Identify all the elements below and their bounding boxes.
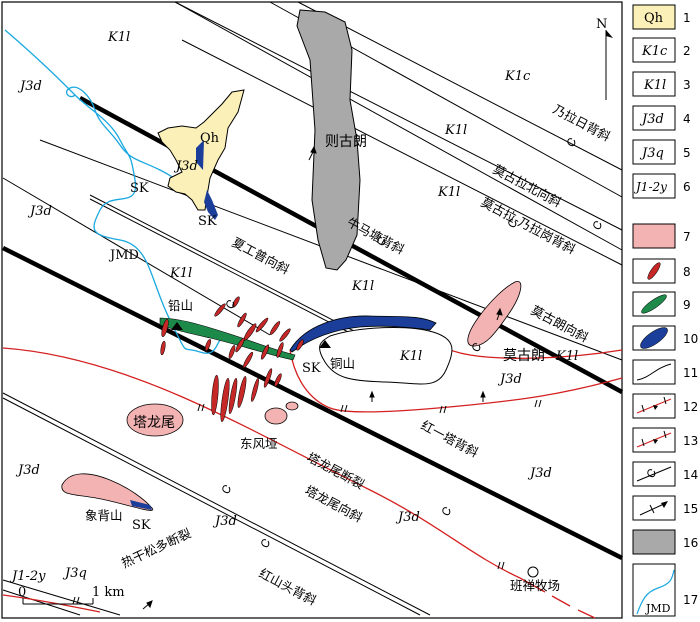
- place-label-jmd: JMD: [108, 248, 139, 263]
- place-label-sk: SK: [198, 214, 217, 229]
- scale-bar: 0 1 km: [18, 585, 125, 605]
- legend-label: J1-2y: [633, 180, 667, 194]
- legend: Qh 1 K1c 2 K1l 3 J3d 4 J3q 5 J1-2y 6 7 8…: [632, 4, 698, 617]
- green-dike: [159, 317, 296, 361]
- legend-num: 1: [683, 11, 691, 25]
- legend-num: 12: [683, 400, 698, 414]
- river-jmd: [4, 29, 226, 354]
- tongshan-white-body: [319, 327, 453, 385]
- legend-num: 10: [683, 332, 698, 346]
- legend-label: J3q: [639, 146, 664, 161]
- contact-lines: [1, 1, 624, 616]
- unit-label: Qh: [200, 131, 220, 146]
- unit-label: K1l: [107, 30, 130, 45]
- unit-label: K1l: [444, 123, 467, 138]
- granite-bodies: [61, 281, 522, 511]
- legend-num: 2: [683, 44, 691, 58]
- blue-contact-qh: [204, 190, 218, 220]
- north-label: N: [596, 17, 607, 32]
- place-label-sk: SK: [302, 361, 321, 376]
- legend-label: K1c: [641, 44, 668, 59]
- legend-num: 17: [683, 593, 698, 607]
- legend-num: 9: [683, 298, 691, 312]
- scale-start: 0: [18, 585, 26, 600]
- unit-labels: K1l K1c J3d Qh J3d J3d K1l K1l K1l K1l K…: [9, 30, 578, 584]
- banchan-point: [527, 566, 539, 578]
- xiangbeishan-granite: [61, 473, 154, 511]
- legend-num: 14: [683, 468, 698, 482]
- place-label-xiangbeishan: 象背山: [85, 508, 123, 523]
- fault-ticks: [72, 399, 542, 605]
- place-label-banchan: 班禅牧场: [510, 578, 560, 593]
- place-label-tongshan: 铜山: [330, 356, 355, 371]
- legend-num: 4: [683, 112, 691, 126]
- unit-label: K1l: [399, 349, 422, 364]
- legend-num: 13: [683, 434, 698, 448]
- unit-label: K1l: [351, 279, 374, 294]
- small-granite: [285, 401, 299, 411]
- unit-label: J3d: [173, 159, 198, 174]
- unit-label: J3q: [62, 566, 87, 581]
- talongwei-granite: [126, 403, 184, 437]
- unit-label: K1c: [504, 69, 531, 84]
- unit-label: J3d: [15, 463, 40, 478]
- legend-num: 15: [683, 502, 698, 516]
- legend-label: JMD: [645, 602, 671, 615]
- scale-end: 1 km: [92, 585, 125, 600]
- legend-label: Qh: [644, 11, 664, 26]
- legend-label: J3d: [639, 112, 664, 127]
- unit-label: J3d: [212, 514, 237, 529]
- place-label-zegulang: 则古朗: [325, 134, 367, 150]
- place-label-sk: SK: [130, 181, 149, 196]
- unit-label: K1l: [437, 185, 460, 200]
- legend-num: 5: [683, 146, 691, 160]
- place-label-mogulang: 莫古朗: [503, 348, 545, 364]
- fold-lines-top: [174, 1, 623, 266]
- sk-bodies: [130, 140, 204, 510]
- mine-points: [171, 322, 331, 348]
- attitude-arrows: [142, 145, 503, 610]
- red-dikes: [160, 296, 304, 423]
- unit-label: K1l: [555, 349, 578, 364]
- place-label-sk: SK: [132, 518, 151, 533]
- unit-label: J3d: [27, 204, 52, 219]
- legend-label: K1l: [643, 78, 666, 93]
- legend-num: 16: [683, 536, 698, 550]
- unit-label: J3d: [395, 510, 420, 525]
- unit-label: J3d: [17, 79, 42, 94]
- place-label-dongfengya: 东风垭: [240, 436, 278, 451]
- legend-num: 6: [683, 180, 691, 194]
- zegulang-body: [296, 9, 361, 271]
- place-label-qianshan: 铅山: [168, 298, 193, 313]
- legend-num: 7: [683, 230, 691, 244]
- place-label-talongwei: 塔龙尾: [133, 415, 175, 431]
- legend-num: 11: [683, 366, 698, 380]
- unit-label: K1l: [169, 266, 192, 281]
- unit-label: J3d: [527, 466, 552, 481]
- fold-symbols: [222, 138, 602, 548]
- dongfengya-granite: [264, 407, 288, 425]
- legend-num: 3: [683, 78, 691, 92]
- unit-label: J3d: [497, 372, 522, 387]
- north-arrow: N: [596, 17, 613, 100]
- place-labels: 则古朗 莫古朗 塔龙尾 东风垭 铅山 铜山 象背山 班禅牧场 JMD SK SK…: [85, 134, 560, 593]
- unit-label: J1-2y: [9, 569, 46, 584]
- legend-num: 8: [683, 265, 691, 279]
- tongshan-blue-body: [289, 315, 437, 353]
- mogulang-granite: [467, 281, 522, 347]
- map-frame: [1, 1, 623, 619]
